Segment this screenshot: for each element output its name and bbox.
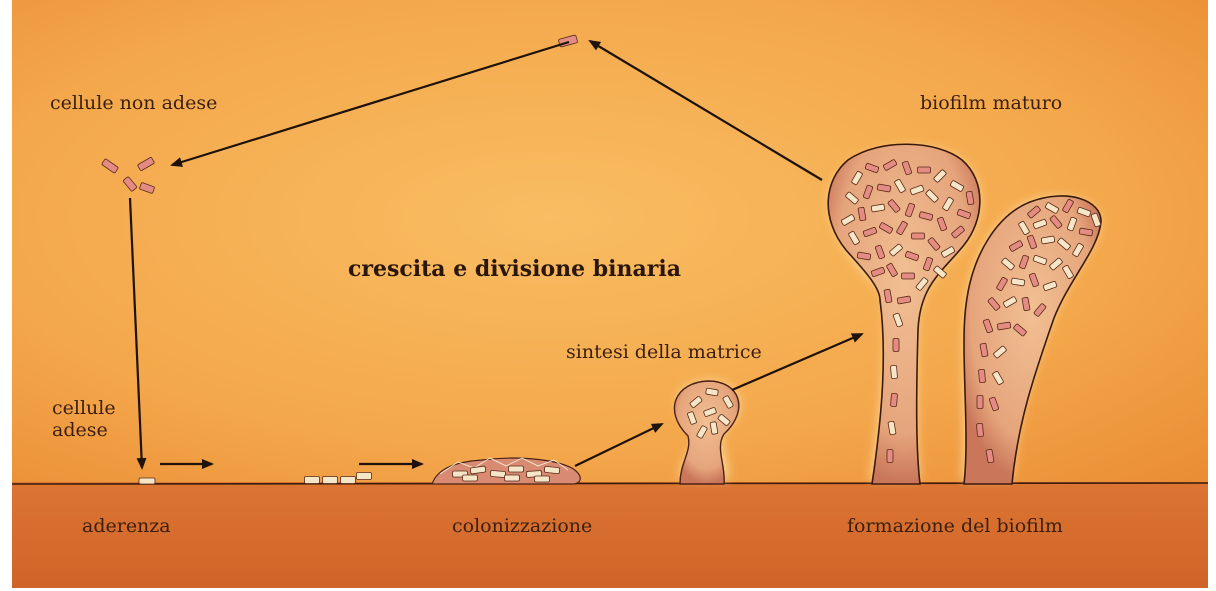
label-colonization: colonizzazione: [452, 516, 592, 538]
bacterium-cell: [139, 478, 155, 484]
bacterium-cell: [976, 423, 983, 436]
label-non-adherent-cells: cellule non adese: [50, 93, 217, 115]
biofilm-diagram: cellule non adese cellule adese crescita…: [12, 0, 1208, 588]
label-mature-biofilm: biofilm maturo: [920, 93, 1062, 115]
label-growth-division: crescita e divisione binaria: [348, 257, 681, 282]
bacterium-cell: [890, 365, 897, 378]
label-matrix-synthesis: sintesi della matrice: [566, 342, 762, 364]
surface-line: [12, 483, 1208, 484]
bacterium-cell: [887, 450, 893, 463]
label-adherent-cells: cellule adese: [52, 398, 116, 442]
bacterium-cell: [977, 396, 983, 409]
bacterium-cell: [505, 475, 520, 481]
bacterium-cell: [509, 466, 524, 472]
bacterium-cell: [918, 167, 931, 173]
bacterium-cell: [890, 393, 897, 406]
label-adhesion: aderenza: [82, 516, 171, 538]
bacterium-cell: [978, 369, 985, 382]
bacterium-cell: [323, 477, 338, 484]
bacterium-cell: [463, 475, 478, 481]
bacterium-cell: [341, 477, 356, 484]
bacterium-cell: [893, 339, 899, 352]
bacterium-cell: [912, 233, 925, 239]
bacterium-cell: [535, 476, 550, 482]
bacterium-cell: [357, 473, 372, 480]
bacterium-cell: [544, 466, 560, 474]
bacterium-cell: [305, 477, 320, 484]
bacterium-cell: [902, 273, 915, 279]
diagram-canvas: [12, 0, 1208, 588]
label-biofilm-formation: formazione del biofilm: [847, 516, 1063, 538]
bacterium-cell: [490, 470, 505, 477]
